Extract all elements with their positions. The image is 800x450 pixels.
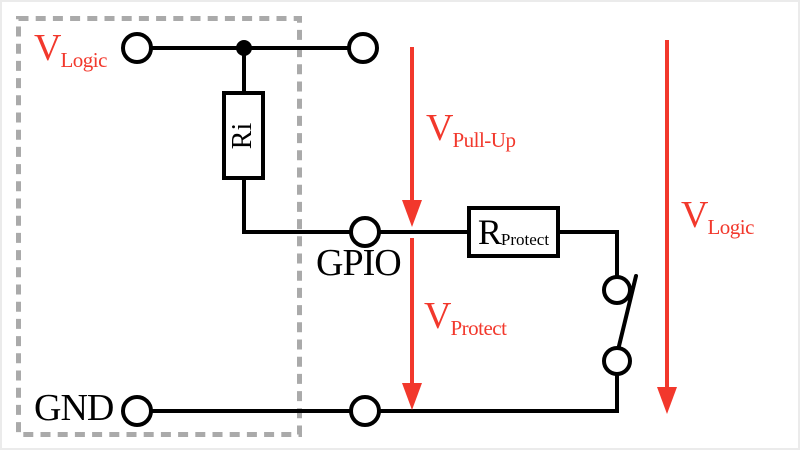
v-pullup-main: V bbox=[426, 107, 453, 149]
junction-dot bbox=[236, 40, 252, 56]
v-protect-main: V bbox=[424, 295, 451, 337]
vlogic-arrow bbox=[657, 40, 677, 414]
v-pullup-label: VPull-Up bbox=[426, 107, 516, 151]
v-pullup-sub: Pull-Up bbox=[452, 128, 516, 152]
resistor-rprotect-main: R bbox=[477, 212, 502, 252]
resistor-ri-body bbox=[222, 91, 265, 180]
switch-contact-top bbox=[602, 275, 632, 305]
v-logic-right-sub: Logic bbox=[707, 215, 754, 239]
vlogic-arrowhead-icon bbox=[657, 387, 677, 414]
v-logic-left-label: VLogic bbox=[34, 27, 107, 71]
switch-lever bbox=[617, 274, 638, 348]
vpullup-arrow bbox=[402, 47, 422, 227]
v-protect-sub: Protect bbox=[450, 316, 507, 340]
gnd-terminal-left bbox=[121, 395, 153, 427]
v-logic-left-main: V bbox=[34, 27, 61, 69]
v-logic-right-main: V bbox=[681, 194, 708, 236]
resistor-ri-label: Ri bbox=[227, 122, 259, 149]
chip-boundary-box bbox=[16, 16, 302, 437]
switch-contact-bottom bbox=[602, 346, 632, 376]
pullup-rail-terminal bbox=[347, 32, 379, 64]
resistor-ri-label-wrap: Ri bbox=[224, 93, 263, 178]
gnd-terminal-mid bbox=[349, 395, 381, 427]
v-protect-label: VProtect bbox=[424, 295, 507, 339]
v-logic-left-sub: Logic bbox=[60, 48, 107, 72]
vprotect-arrowhead-icon bbox=[402, 383, 422, 410]
vlogic-terminal bbox=[121, 32, 153, 64]
resistor-rprotect-body bbox=[467, 206, 560, 258]
vpullup-arrowhead-icon bbox=[402, 200, 422, 227]
gpio-label: GPIO bbox=[316, 242, 402, 284]
resistor-rprotect-sub: Protect bbox=[500, 230, 550, 249]
v-logic-right-label: VLogic bbox=[681, 194, 754, 238]
vprotect-arrow bbox=[402, 238, 422, 410]
gpio-terminal bbox=[349, 216, 381, 248]
gnd-label: GND bbox=[34, 387, 114, 429]
